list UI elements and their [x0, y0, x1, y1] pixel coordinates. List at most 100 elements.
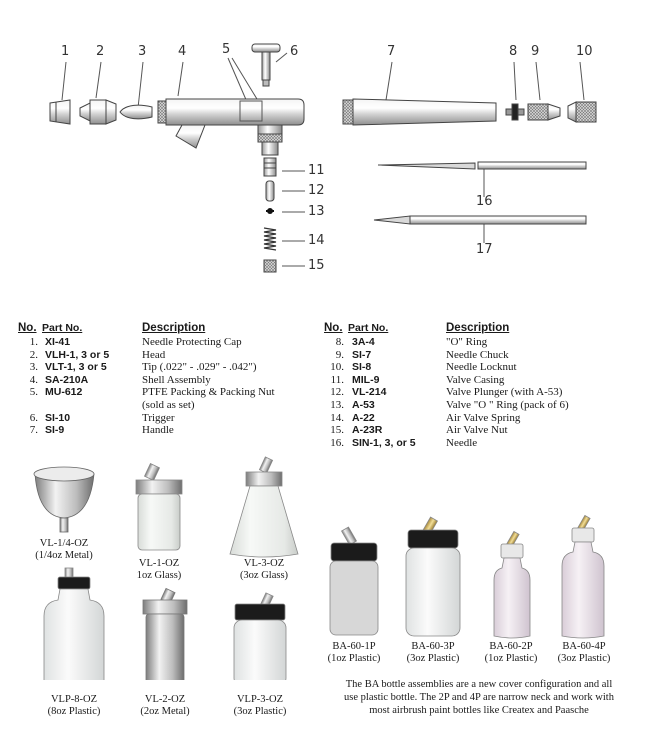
exploded-diagram — [49, 43, 597, 273]
valve-o-ring-part — [266, 208, 274, 214]
caption-model: VL-2-OZ — [144, 694, 186, 705]
callout-3: 3 — [138, 44, 147, 59]
row-description: Air Valve Spring — [446, 411, 521, 424]
callout-12: 12 — [308, 183, 325, 198]
leader-line-1 — [61, 61, 67, 101]
leader-line-2 — [95, 61, 102, 99]
row-part-no: A-53 — [352, 398, 375, 411]
row-description: "O" Ring — [446, 336, 488, 348]
bottle-vlp-3-oz — [233, 592, 287, 680]
o-ring-part — [505, 103, 525, 121]
table-row: 8. 3A-4 "O" Ring — [324, 336, 644, 349]
tip-part — [119, 104, 153, 120]
callout-2: 2 — [96, 44, 105, 59]
caption-spec: (1/4oz Metal) — [35, 550, 93, 561]
note-line: most airbrush paint bottles like Createx… — [369, 705, 589, 716]
row-description: Needle — [446, 436, 478, 449]
row-description: Valve "O " Ring (pack of 6) — [446, 398, 569, 411]
caption-vl-1-4-oz: VL-1/4-OZ (1/4oz Metal) — [14, 538, 114, 562]
row-part-no: 3A-4 — [352, 336, 375, 348]
caption-vl-2-oz: VL-2-OZ (2oz Metal) — [115, 694, 215, 718]
row-description: Needle Locknut — [446, 361, 517, 374]
caption-vl-3-oz: VL-3-OZ (3oz Glass) — [214, 558, 314, 582]
callout-1: 1 — [61, 44, 70, 59]
bottle-ba-60-2p — [493, 530, 531, 639]
caption-model: VLP-3-OZ — [236, 694, 284, 705]
caption-spec: (1oz Plastic) — [484, 653, 538, 664]
needle-locknut-part — [567, 101, 597, 123]
table-row: (sold as set) — [18, 399, 318, 412]
row-description: Tip (.022" - .029" - .042") — [142, 361, 257, 374]
bottle-vlp-8-oz — [43, 567, 105, 680]
callout-11: 11 — [308, 163, 325, 178]
row-part-no: XI-41 — [45, 336, 71, 348]
header-description: Description — [142, 322, 206, 334]
callout-17: 17 — [476, 242, 493, 257]
caption-vl-1-oz: VL-1-OZ 1oz Glass) — [109, 558, 209, 582]
leader-line-5b — [231, 57, 261, 105]
row-no: 5. — [29, 386, 38, 399]
handle-part — [342, 98, 497, 126]
row-description: Trigger — [142, 411, 175, 424]
callout-6: 6 — [290, 44, 299, 59]
row-no: 10. — [330, 361, 344, 374]
bottle-note: The BA bottle assemblies are a new cover… — [314, 678, 644, 717]
leader-line-3 — [137, 61, 144, 109]
table-header: No. Part No. Description — [18, 322, 318, 336]
leader-line-8 — [513, 61, 517, 101]
needle-part — [377, 161, 587, 170]
valve-plunger-part — [265, 180, 275, 202]
needle-chuck-part — [527, 103, 561, 121]
head-part — [79, 99, 117, 125]
caption-vlp-3-oz: VLP-3-OZ (3oz Plastic) — [210, 694, 310, 718]
row-no: 14. — [330, 411, 344, 424]
leader-line-6 — [275, 52, 288, 63]
note-line: The BA bottle assemblies are a new cover… — [345, 679, 613, 690]
air-valve-spring-part — [263, 227, 277, 251]
trigger-part — [251, 43, 281, 87]
row-part-no: SIN-1, 3, or 5 — [352, 436, 416, 449]
row-no: 8. — [335, 336, 344, 348]
leader-line-7 — [385, 61, 393, 101]
row-no: 16. — [330, 436, 344, 449]
row-description: Air Valve Nut — [446, 424, 508, 437]
valve-casing-part — [263, 157, 277, 177]
note-line: use plastic bottle. The 2P and 4P are na… — [344, 692, 614, 703]
callout-9: 9 — [531, 44, 540, 59]
header-description: Description — [446, 322, 510, 334]
row-description: Valve Casing — [446, 373, 505, 386]
bottle-ba-60-3p — [405, 516, 461, 637]
row-part-no: SI-9 — [45, 424, 65, 437]
row-part-no: A-22 — [352, 411, 375, 424]
long-needle-part — [373, 215, 587, 225]
bottle-ba-60-1p — [329, 526, 379, 636]
caption-ba-60-3p: BA-60-3P (3oz Plastic) — [383, 641, 483, 665]
callout-10: 10 — [576, 44, 593, 59]
row-part-no: A-23R — [352, 424, 383, 437]
caption-model: BA-60-4P — [562, 641, 606, 652]
bottle-ba-60-4p — [561, 514, 605, 639]
row-part-no: MU-612 — [45, 386, 83, 399]
caption-spec: (1oz Plastic) — [327, 653, 381, 664]
leader-line-5a — [227, 57, 248, 103]
caption-model: BA-60-1P — [332, 641, 376, 652]
caption-spec: (3oz Glass) — [239, 570, 289, 581]
table-row: 14. A-22 Air Valve Spring — [324, 412, 644, 425]
caption-ba-60-1p: BA-60-1P (1oz Plastic) — [304, 641, 404, 665]
caption-spec: (3oz Plastic) — [233, 706, 287, 717]
callout-14: 14 — [308, 233, 325, 248]
row-no: 12. — [330, 386, 344, 399]
cup-vl-1-4-oz — [33, 466, 95, 533]
caption-model: VL-1-OZ — [138, 558, 180, 569]
